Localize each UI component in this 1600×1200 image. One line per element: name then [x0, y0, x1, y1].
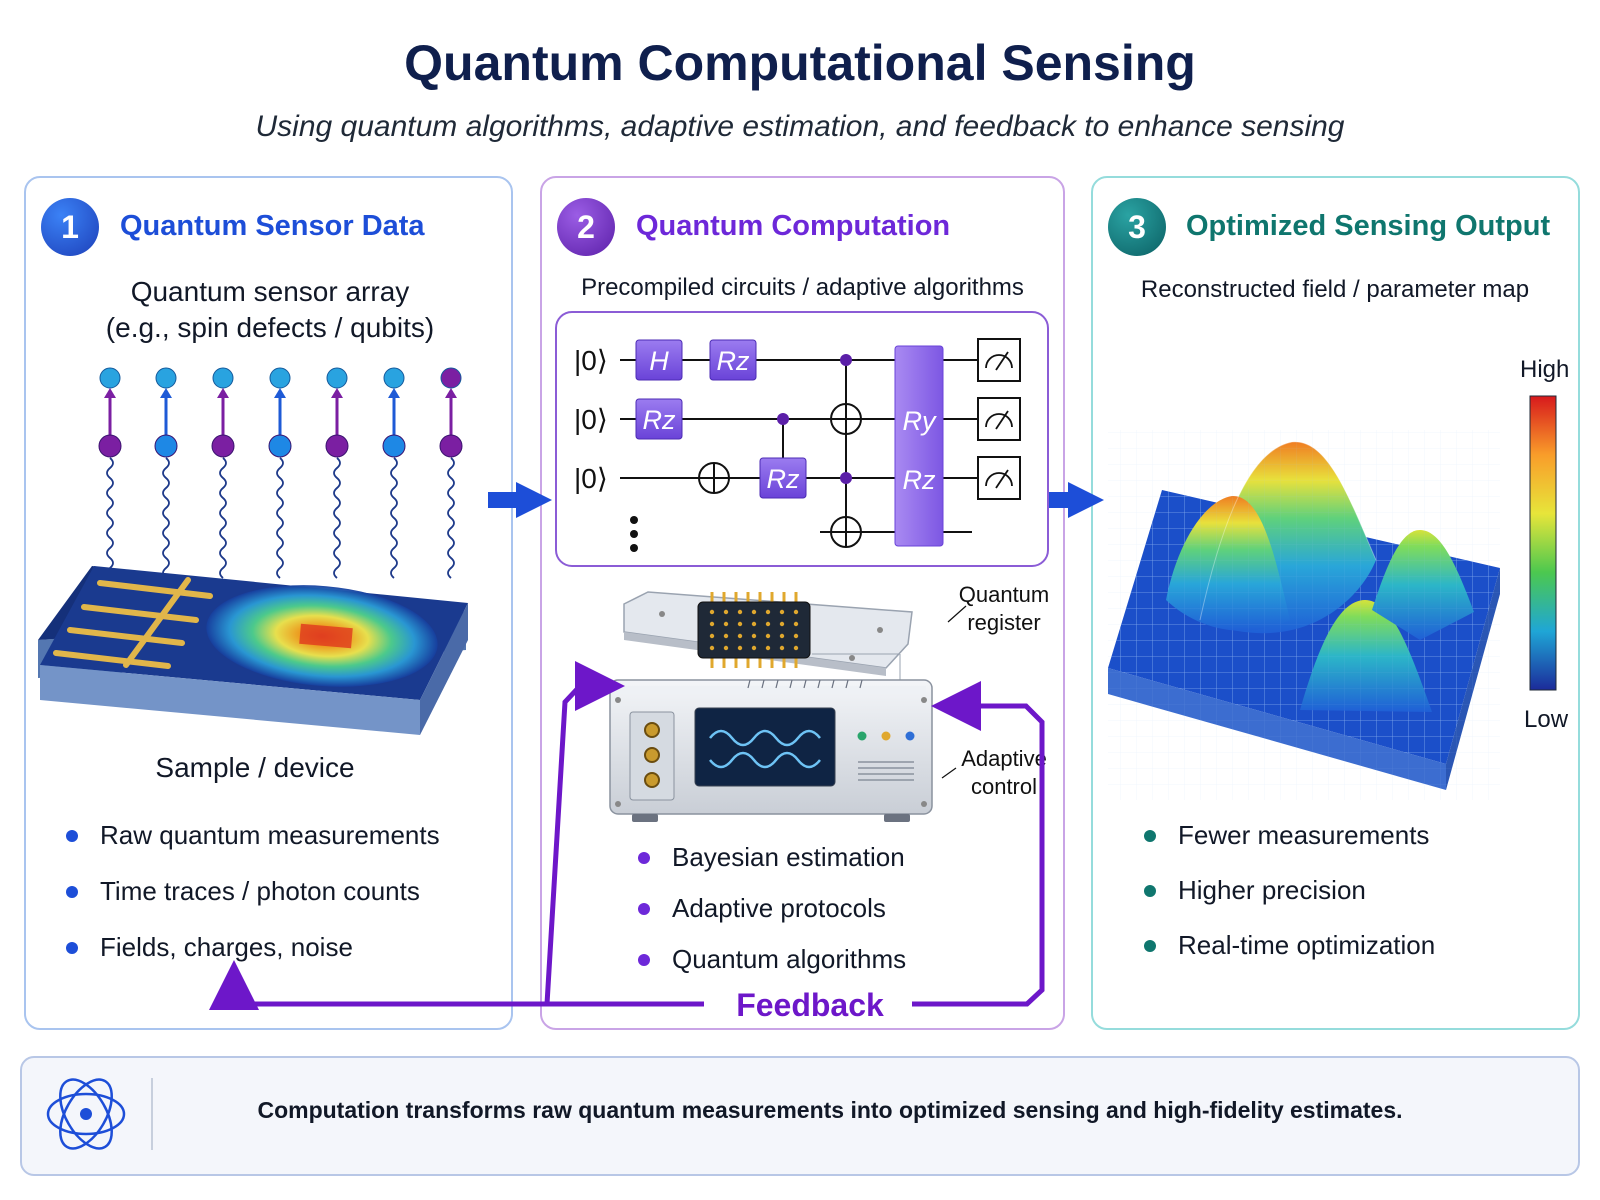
colorbar-high-label: High — [1520, 356, 1570, 383]
sensor-array-caption: Quantum sensor array — [130, 276, 410, 307]
page-subtitle: Using quantum algorithms, adaptive estim… — [255, 110, 1345, 143]
list-item: Fewer measurements — [1144, 820, 1435, 851]
list-item: Real-time optimization — [1144, 930, 1435, 961]
step-1-badge: 1 — [41, 198, 99, 256]
quantum-circuit: |0⟩ |0⟩ |0⟩ H Rz Rz Rz — [555, 311, 1049, 567]
gate-rz-3: Rz — [759, 457, 807, 499]
flow-arrow-2 — [1040, 482, 1104, 518]
electrodes — [53, 577, 213, 669]
control-dots — [777, 354, 852, 484]
footer-banner — [20, 1056, 1580, 1176]
adaptive-control-instrument — [609, 679, 957, 822]
device-front-face — [40, 665, 420, 735]
reconstructed-surface-plot — [1108, 430, 1500, 800]
colorbar — [1529, 395, 1557, 691]
oscilloscope-screen — [694, 707, 836, 787]
sensor-array-caption-2: (e.g., spin defects / qubits) — [105, 312, 435, 343]
device-side-face — [420, 603, 468, 735]
list-item: Raw quantum measurements — [66, 820, 440, 851]
page-title: Quantum Computational Sensing — [404, 35, 1196, 91]
list-item: Adaptive protocols — [638, 893, 906, 924]
ket-2: |0⟩ — [574, 463, 608, 494]
step-2-badge: 2 — [557, 198, 615, 256]
meter-icon — [977, 456, 1021, 500]
qubit-spin — [268, 367, 292, 579]
register-label: Quantum — [959, 582, 1050, 607]
flow-arrow-1 — [488, 482, 552, 518]
sample-device — [38, 566, 468, 735]
colorbar-low-label: Low — [1524, 706, 1569, 733]
cnot-targets — [698, 403, 862, 548]
list-item: Fields, charges, noise — [66, 932, 440, 963]
register-label-2: register — [967, 610, 1040, 635]
step-3-badge: 3 — [1108, 198, 1166, 256]
list-item: Bayesian estimation — [638, 842, 906, 873]
svg-text:Rz: Rz — [643, 405, 676, 435]
qubit-spin — [439, 367, 463, 579]
qubit-spin — [211, 367, 235, 579]
output-caption: Reconstructed field / parameter map — [1140, 276, 1530, 303]
circuit-caption: Precompiled circuits / adaptive algorith… — [581, 274, 1024, 301]
feedback-label: Feedback — [736, 987, 884, 1023]
list-item: Time traces / photon counts — [66, 876, 440, 907]
meter-icon — [977, 338, 1021, 382]
svg-text:Rz: Rz — [717, 346, 750, 376]
ket-0: |0⟩ — [574, 345, 608, 376]
computation-bullets: Bayesian estimation Adaptive protocols Q… — [638, 842, 906, 995]
footer-text: Computation transforms raw quantum measu… — [257, 1097, 1403, 1123]
svg-text:Rz: Rz — [767, 464, 800, 494]
panel-3-title: Optimized Sensing Output — [1186, 210, 1551, 242]
qubit-spin — [154, 367, 178, 579]
gate-rz-1: Rz — [709, 339, 757, 381]
gate-h: H — [635, 339, 683, 381]
panel-1-title: Quantum Sensor Data — [120, 210, 425, 242]
control-label: Adaptive — [961, 746, 1047, 771]
list-item: Quantum algorithms — [638, 944, 906, 975]
svg-text:Rz: Rz — [903, 465, 936, 495]
ket-1: |0⟩ — [574, 404, 608, 435]
gate-rz-2: Rz — [635, 398, 683, 440]
meter-icon — [977, 397, 1021, 441]
device-label: Sample / device — [155, 752, 355, 783]
svg-text:H: H — [649, 346, 669, 376]
panel-2-title: Quantum Computation — [636, 210, 951, 242]
list-item: Higher precision — [1144, 875, 1435, 906]
sensor-array — [98, 367, 463, 579]
output-bullets: Fewer measurements Higher precision Real… — [1144, 820, 1435, 985]
quantum-register — [623, 591, 967, 682]
gate-ry-rz-block: Ry Rz — [894, 345, 944, 547]
qubit-spin — [382, 367, 406, 579]
svg-text:Ry: Ry — [903, 406, 937, 436]
qubit-spin — [98, 367, 122, 579]
qubit-spin — [325, 367, 349, 579]
sensor-data-bullets: Raw quantum measurements Time traces / p… — [66, 820, 440, 988]
control-label-2: control — [971, 774, 1037, 799]
feedback-loop — [209, 661, 1045, 1010]
